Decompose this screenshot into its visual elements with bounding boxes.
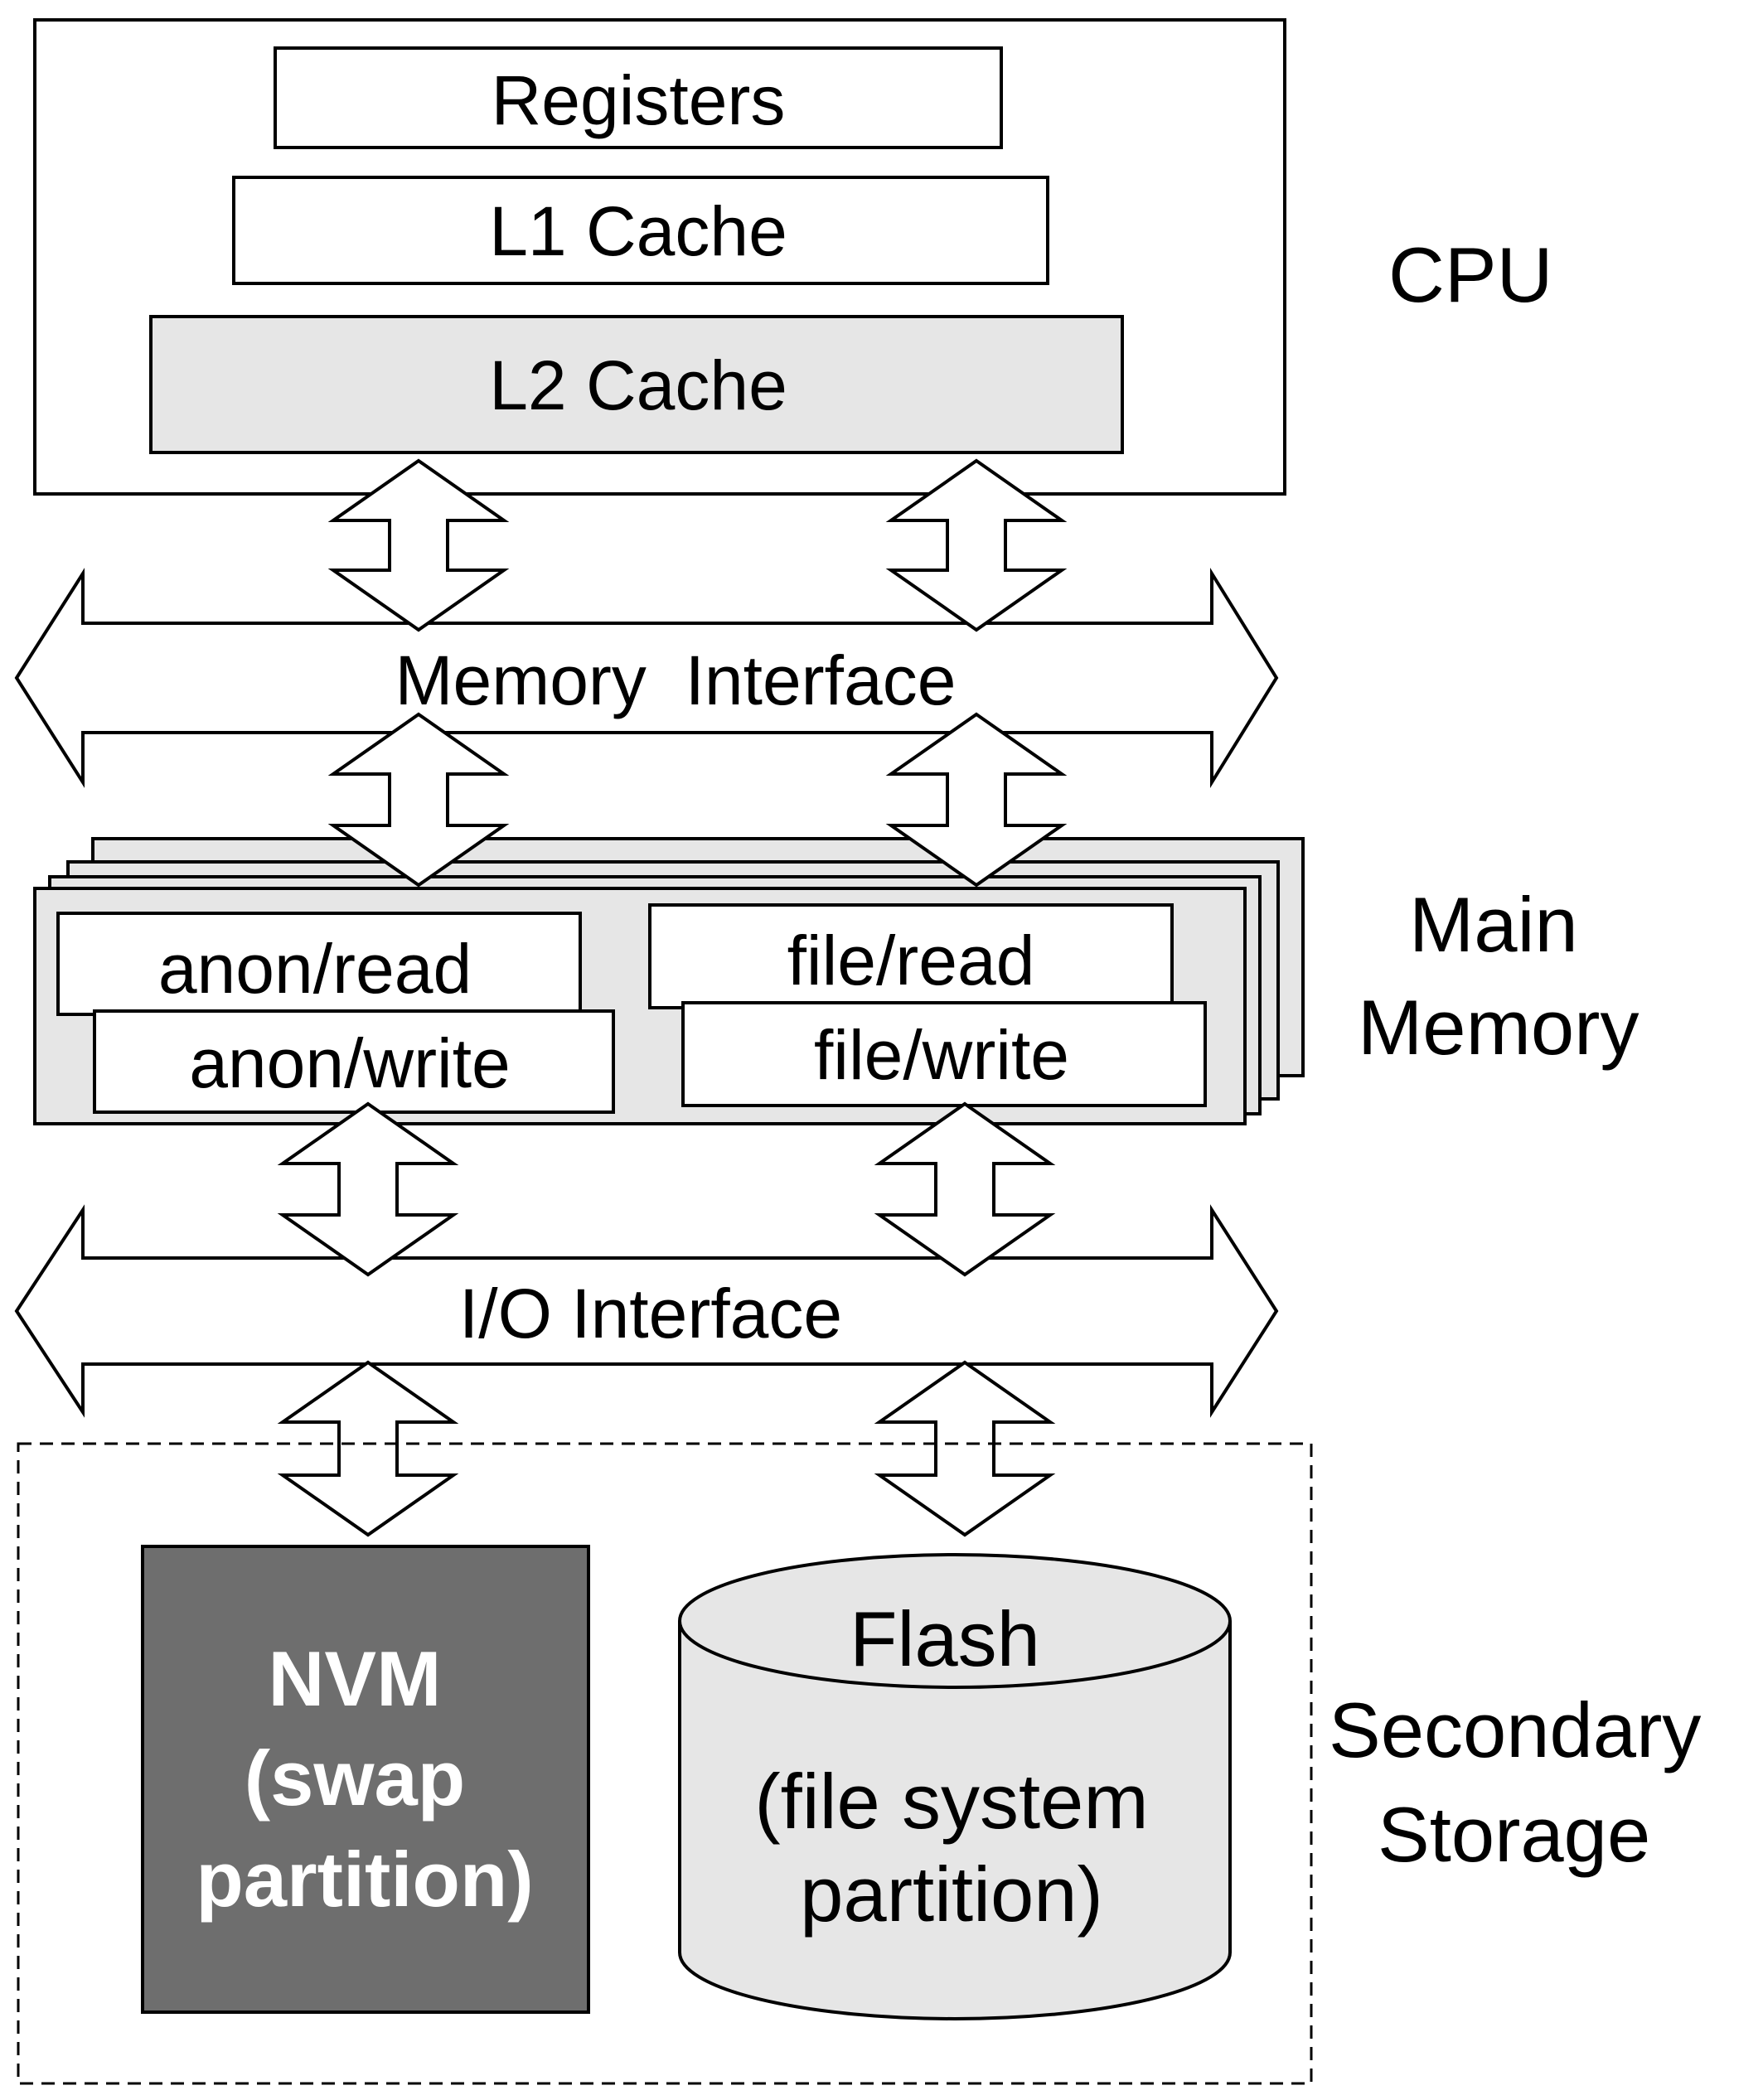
file-write-box [681, 1001, 1207, 1107]
double-arrow-icon [327, 712, 510, 888]
nvm-label-line3: partition) [196, 1836, 533, 1923]
main-memory-label-line1: Main [1409, 881, 1578, 968]
main-memory-label-line2: Memory [1358, 984, 1639, 1071]
anon-read-box [56, 912, 582, 1016]
arrow-mainmem-io-left [277, 1101, 459, 1277]
secondary-storage-label-line1: Secondary [1329, 1686, 1701, 1773]
secondary-storage-label-line2: Storage [1378, 1791, 1650, 1878]
flash-cylinder [678, 1553, 1232, 2020]
arrow-io-flash [874, 1360, 1056, 1537]
nvm-label-line1: NVM [269, 1635, 442, 1722]
flash-label-line3: partition) [800, 1851, 1103, 1938]
double-arrow-icon [885, 458, 1068, 632]
double-arrow-icon [327, 458, 510, 632]
arrow-memif-mainmem-left [327, 712, 510, 888]
secondary-storage-boundary [17, 1442, 1313, 2085]
flash-label-line1: Flash [850, 1595, 1040, 1682]
double-arrow-icon [277, 1360, 459, 1537]
anon-write-label: anon/write [189, 1024, 511, 1102]
arrow-mainmem-io-right [874, 1101, 1056, 1277]
arrow-io-nvm [277, 1360, 459, 1537]
file-write-label: file/write [814, 1016, 1069, 1094]
double-arrow-icon [885, 712, 1068, 888]
memory-interface-label: Memory Interface [395, 641, 957, 719]
registers-box [274, 46, 1003, 149]
cylinder-top [678, 1553, 1232, 1689]
nvm-label-line2: (swap [245, 1735, 465, 1822]
arrow-cpu-memif-left [327, 458, 510, 632]
registers-label: Registers [492, 61, 786, 139]
file-read-box [648, 903, 1174, 1009]
nvm-box [141, 1545, 590, 2014]
arrow-cpu-memif-right [885, 458, 1068, 632]
anon-read-label: anon/read [158, 930, 472, 1008]
cpu-label: CPU [1388, 231, 1552, 318]
l1-cache-box [232, 176, 1049, 285]
double-arrow-icon [277, 1101, 459, 1277]
double-arrow-icon [874, 1360, 1056, 1537]
arrow-memif-mainmem-right [885, 712, 1068, 888]
l2-cache-box [149, 315, 1124, 454]
io-interface-label: I/O Interface [459, 1275, 842, 1352]
cylinder-icon [678, 1621, 1232, 2020]
file-read-label: file/read [787, 922, 1035, 999]
flash-label-line2: (file system [754, 1758, 1148, 1845]
l2-cache-label: L2 Cache [489, 346, 787, 424]
l1-cache-label: L1 Cache [489, 192, 787, 270]
double-arrow-icon [874, 1101, 1056, 1277]
